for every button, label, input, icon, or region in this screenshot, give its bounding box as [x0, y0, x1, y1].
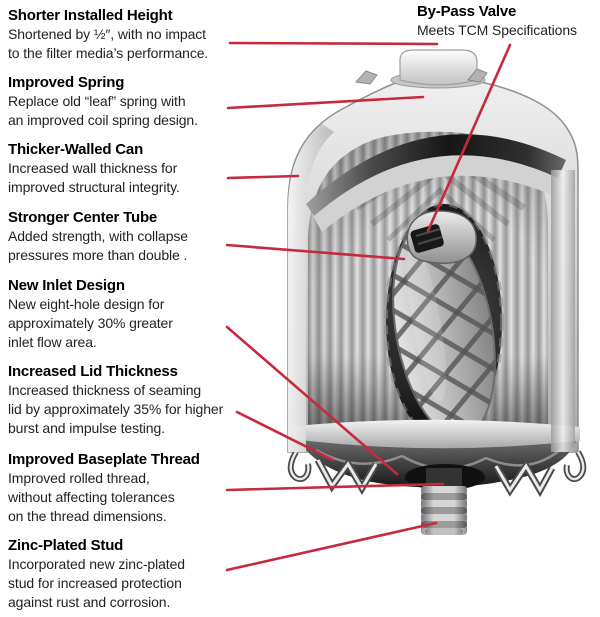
callout-body: New eight-hole design for approximately … — [8, 296, 173, 350]
center-tube-highlight — [406, 244, 447, 402]
callout-thicker-walled-can: Thicker-Walled Can Increased wall thickn… — [8, 140, 180, 197]
cap-tab-right — [467, 68, 488, 83]
can-wall-left — [288, 124, 334, 452]
crimp-left — [287, 450, 380, 495]
callout-shorter-installed-height: Shorter Installed Height Shortened by ½″… — [8, 6, 208, 63]
callout-bypass-valve: By-Pass Valve Meets TCM Specifications — [417, 2, 577, 40]
leader-new-inlet-design — [225, 325, 399, 476]
callout-title: New Inlet Design — [8, 277, 125, 294]
callout-title: Shorter Installed Height — [8, 7, 173, 24]
baseplate-lid-band — [294, 419, 580, 448]
leader-zinc-plated-stud — [225, 521, 438, 572]
callout-body: Added strength, with collapse pressures … — [8, 228, 188, 263]
crimp-right — [492, 450, 587, 498]
callout-title: Improved Baseplate Thread — [8, 451, 200, 468]
leader-bypass-valve — [426, 43, 512, 233]
callout-body: Improved rolled thread, without affectin… — [8, 470, 175, 524]
callout-improved-baseplate-thread: Improved Baseplate Thread Improved rolle… — [8, 450, 200, 526]
bypass-valve — [406, 210, 477, 265]
callout-body: Replace old “leaf” spring with an improv… — [8, 93, 198, 128]
callout-subtitle: Meets TCM Specifications — [417, 22, 577, 38]
leader-stronger-center-tube — [225, 243, 406, 261]
callout-body: Increased thickness of seaming lid by ap… — [8, 382, 224, 436]
callout-increased-lid-thickness: Increased Lid Thickness Increased thickn… — [8, 362, 223, 438]
callout-title: Thicker-Walled Can — [8, 141, 144, 158]
leader-improved-spring — [226, 95, 425, 110]
can-wall-right-cut — [551, 170, 575, 452]
leader-thicker-walled-can — [226, 174, 300, 180]
cap-tab-left — [354, 70, 378, 85]
callout-title: By-Pass Valve — [417, 3, 517, 20]
callout-improved-spring: Improved Spring Replace old “leaf” sprin… — [8, 73, 198, 130]
callout-body: Shortened by ½″, with no impact to the f… — [8, 26, 209, 61]
spring-gap — [306, 134, 566, 216]
callout-body: Incorporated new zinc-plated stud for in… — [8, 556, 185, 610]
callout-body: Increased wall thickness for improved st… — [8, 160, 180, 195]
cavity-torn-edge — [384, 202, 504, 442]
callout-zinc-plated-stud: Zinc-Plated Stud Incorporated new zinc-p… — [8, 536, 185, 612]
dome-inner-rim — [312, 152, 562, 232]
leader-improved-baseplate-thread — [225, 482, 445, 492]
callout-title: Stronger Center Tube — [8, 209, 158, 226]
leader-lines — [225, 41, 512, 572]
callout-title: Increased Lid Thickness — [8, 363, 178, 380]
callout-stronger-center-tube: Stronger Center Tube Added strength, wit… — [8, 208, 188, 265]
callout-title: Improved Spring — [8, 74, 125, 91]
callout-title: Zinc-Plated Stud — [8, 537, 124, 554]
top-cap — [399, 49, 478, 86]
callout-new-inlet-design: New Inlet Design New eight-hole design f… — [8, 276, 173, 352]
leader-increased-lid-thickness — [235, 410, 335, 462]
leader-shorter-installed-height — [228, 41, 439, 46]
